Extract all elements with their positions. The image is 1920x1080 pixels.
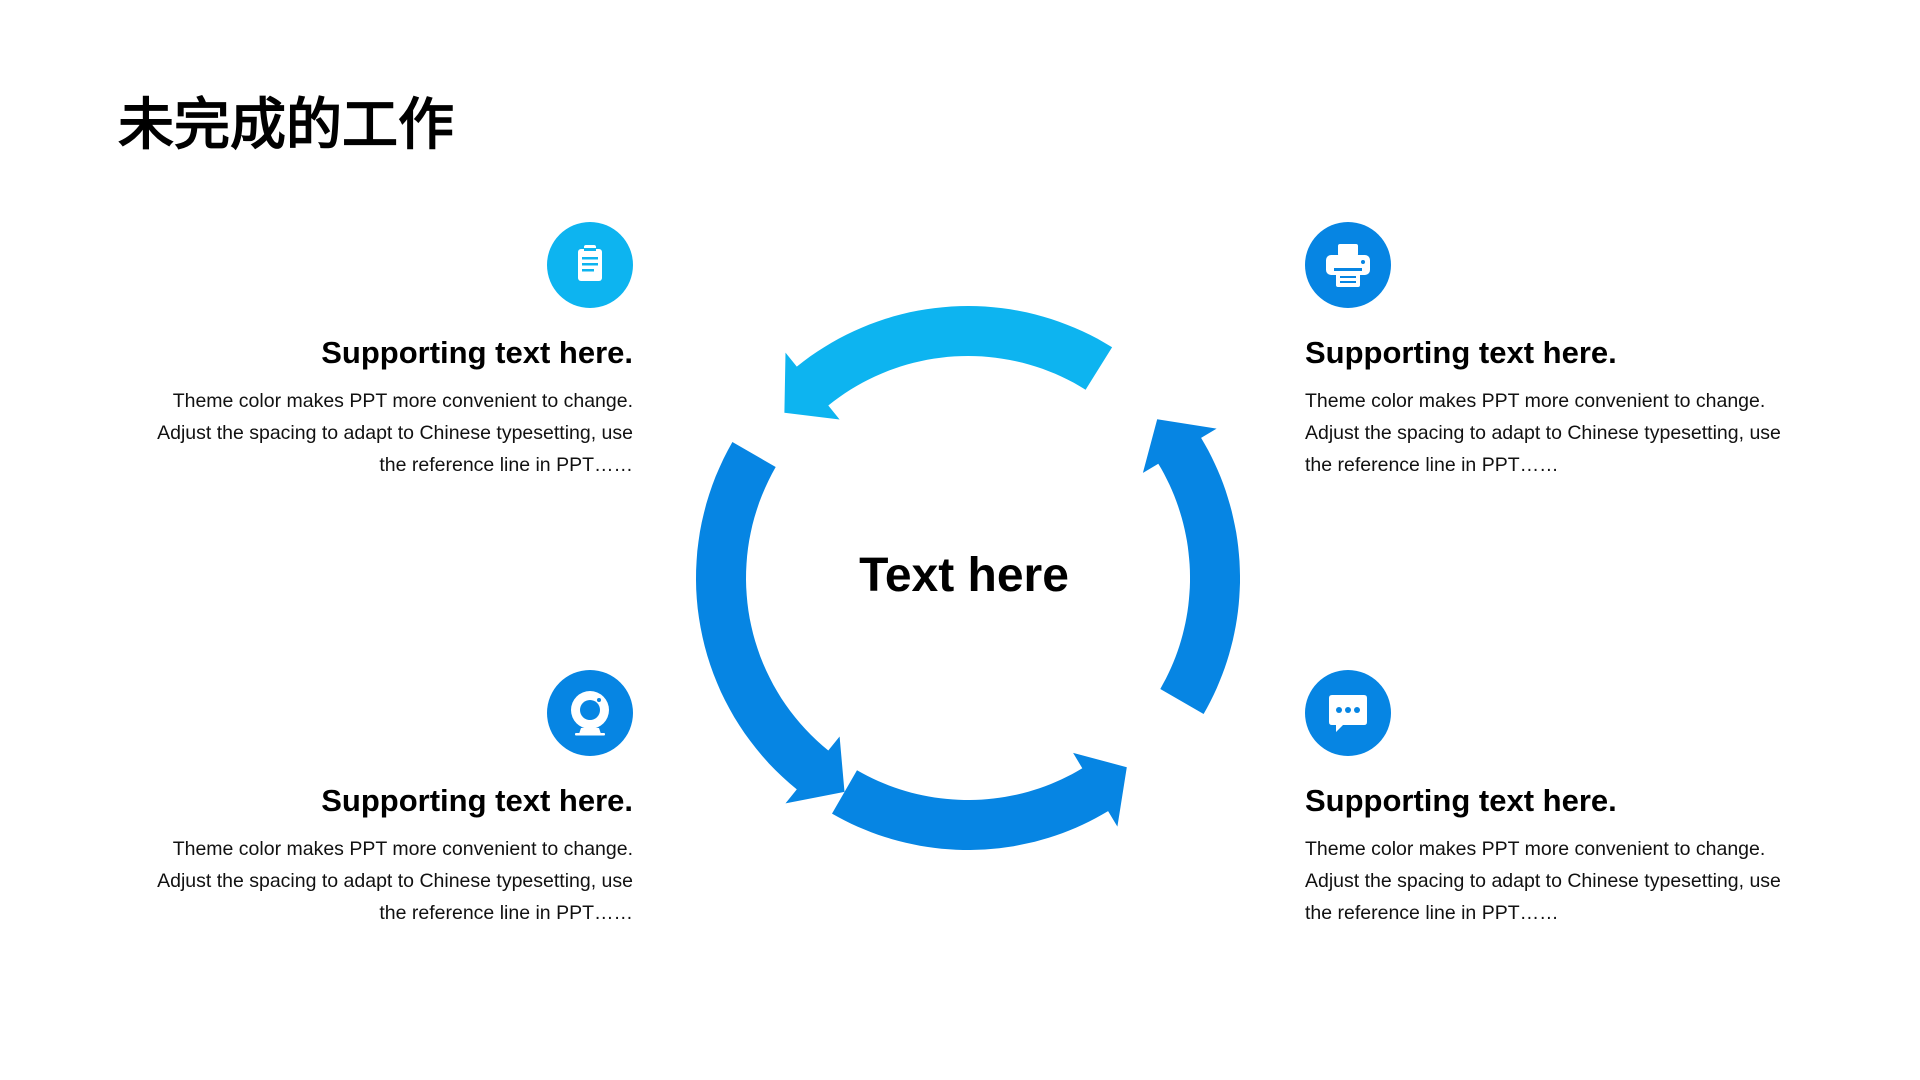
item-heading: Supporting text here.	[1305, 783, 1617, 818]
item-top-left-icon-badge	[547, 222, 633, 308]
item-bottom-left: Supporting text here. Theme color makes …	[143, 781, 633, 929]
webcam-icon	[547, 670, 633, 756]
cycle-arrow-top	[784, 306, 1113, 420]
cycle-arrows	[696, 306, 1240, 850]
item-bottom-right-icon-badge	[1305, 670, 1391, 756]
chat-bubble-icon	[1305, 670, 1391, 756]
item-body: Theme color makes PPT more convenient to…	[157, 838, 633, 924]
cycle-arrow-right	[1142, 419, 1240, 714]
item-body: Theme color makes PPT more convenient to…	[157, 390, 633, 476]
clipboard-icon	[547, 222, 633, 308]
cycle-arrow-left	[696, 442, 845, 804]
printer-icon	[1305, 222, 1391, 308]
cycle-arrow-bottom	[832, 752, 1127, 850]
item-body: Theme color makes PPT more convenient to…	[1305, 838, 1781, 924]
slide-title: 未完成的工作	[118, 93, 454, 158]
item-top-right-icon-badge	[1305, 222, 1391, 308]
item-heading: Supporting text here.	[321, 783, 633, 818]
item-top-left: Supporting text here. Theme color makes …	[143, 333, 633, 481]
item-bottom-right: Supporting text here. Theme color makes …	[1305, 781, 1795, 929]
item-body: Theme color makes PPT more convenient to…	[1305, 390, 1781, 476]
item-bottom-left-icon-badge	[547, 670, 633, 756]
center-label: Text here	[859, 549, 1069, 602]
item-heading: Supporting text here.	[321, 335, 633, 370]
item-top-right: Supporting text here. Theme color makes …	[1305, 333, 1795, 481]
item-heading: Supporting text here.	[1305, 335, 1617, 370]
